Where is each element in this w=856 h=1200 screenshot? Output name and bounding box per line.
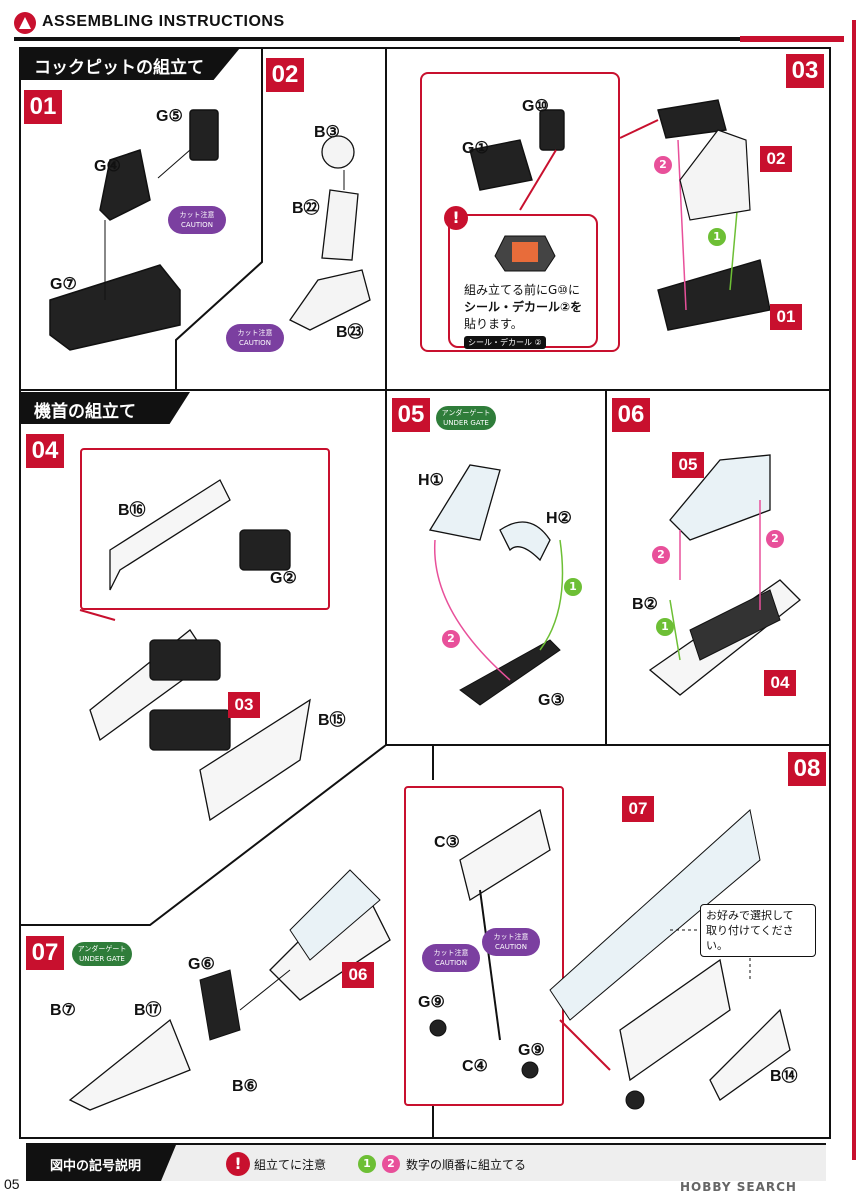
step02-illustration xyxy=(289,135,371,331)
seq-marker-1: 1 xyxy=(564,578,582,596)
step-badge-01: 01 xyxy=(24,90,62,124)
ref-badge-03: 03 xyxy=(228,692,260,718)
page-title: ASSEMBLING INSTRUCTIONS xyxy=(42,13,285,30)
seq-marker-2: 2 xyxy=(766,530,784,548)
step-badge-08: 08 xyxy=(788,752,826,786)
page-edge-accent xyxy=(852,20,856,1160)
under-gate-badge: アンダーゲート UNDER GATE xyxy=(72,942,132,966)
step-badge-03: 03 xyxy=(786,54,824,88)
step04-illustration xyxy=(79,479,311,822)
header-rule xyxy=(14,37,844,41)
part-label: G⑥ xyxy=(188,956,215,973)
part-label: B⑥ xyxy=(232,1078,258,1095)
part-label: B② xyxy=(632,596,658,613)
legend-order-text: 数字の順番に組立てる xyxy=(406,1158,527,1172)
brand-logo-icon xyxy=(14,12,36,34)
seq-marker-1: 1 xyxy=(358,1155,376,1173)
step-badge-07: 07 xyxy=(26,936,64,970)
watermark: HOBBY SEARCH xyxy=(680,1180,797,1194)
ref-badge-06: 06 xyxy=(342,962,374,988)
step04-callout xyxy=(80,448,330,610)
seal-tag: シール・デカール ② xyxy=(464,336,546,349)
section-head-nose: 機首の組立て xyxy=(20,392,190,424)
page-number: 05 xyxy=(4,1176,20,1192)
caution-badge: カット注意 CAUTION xyxy=(422,944,480,972)
step-badge-04: 04 xyxy=(26,434,64,468)
part-label: B⑰ xyxy=(134,1002,162,1019)
warning-icon: ! xyxy=(444,206,468,230)
part-label: G⑦ xyxy=(50,276,77,293)
page-header: ASSEMBLING INSTRUCTIONS xyxy=(0,0,856,46)
caution-badge: カット注意 CAUTION xyxy=(226,324,284,352)
step-badge-06: 06 xyxy=(612,398,650,432)
part-label: B㉓ xyxy=(336,324,364,341)
warning-text: 組み立てる前にG⑩に シール・デカール②を 貼ります。 xyxy=(464,283,583,331)
part-label: G⑤ xyxy=(156,108,183,125)
step01-illustration xyxy=(49,109,219,351)
legend-bar: 図中の記号説明 ! 組立てに注意 1 2 数字の順番に組立てる xyxy=(26,1143,826,1181)
step08-note: お好みで選択して 取り付けてください。 xyxy=(700,904,816,957)
ref-badge-02: 02 xyxy=(760,146,792,172)
step05-illustration xyxy=(428,464,564,706)
seq-marker-2: 2 xyxy=(442,630,460,648)
seq-marker-2: 2 xyxy=(382,1155,400,1173)
step08-illustration xyxy=(429,808,791,1110)
header-accent-rule xyxy=(740,36,844,42)
warning-icon: ! xyxy=(226,1152,250,1176)
ref-badge-07: 07 xyxy=(622,796,654,822)
seat-panel-icon xyxy=(494,235,556,272)
legend-head: 図中の記号説明 xyxy=(26,1145,176,1181)
part-label: C④ xyxy=(462,1058,488,1075)
section-head-cockpit: コックピットの組立て xyxy=(20,48,240,80)
part-label: B㉒ xyxy=(292,200,320,217)
step03-callout xyxy=(420,72,620,352)
part-label: G③ xyxy=(538,692,565,709)
legend-warn-text: 組立てに注意 xyxy=(254,1158,327,1172)
step07-illustration xyxy=(68,869,391,1111)
part-label: G⑨ xyxy=(418,994,445,1011)
part-label: H① xyxy=(418,472,444,489)
part-label: H② xyxy=(546,510,572,527)
part-label: G② xyxy=(270,570,297,587)
part-label: G① xyxy=(462,140,489,157)
part-label: G⑩ xyxy=(522,98,549,115)
seq-marker-1: 1 xyxy=(708,228,726,246)
part-label: B⑯ xyxy=(118,502,146,519)
caution-badge: カット注意 CAUTION xyxy=(482,928,540,956)
step06-illustration xyxy=(648,454,801,696)
part-label: B⑮ xyxy=(318,712,346,729)
step-badge-05: 05 xyxy=(392,398,430,432)
part-label: G④ xyxy=(94,158,121,175)
part-label: B⑦ xyxy=(50,1002,76,1019)
seq-marker-2: 2 xyxy=(654,156,672,174)
under-gate-badge: アンダーゲート UNDER GATE xyxy=(436,406,496,430)
part-label: G⑨ xyxy=(518,1042,545,1059)
ref-badge-04: 04 xyxy=(764,670,796,696)
part-label: B③ xyxy=(314,124,340,141)
part-label: C③ xyxy=(434,834,460,851)
part-label: B⑭ xyxy=(770,1068,798,1085)
step03-illustration xyxy=(469,99,771,331)
step-badge-02: 02 xyxy=(266,58,304,92)
step08-callout xyxy=(404,786,564,1106)
caution-badge: カット注意 CAUTION xyxy=(168,206,226,234)
ref-badge-05: 05 xyxy=(672,452,704,478)
ref-badge-01: 01 xyxy=(770,304,802,330)
step03-warning-box: ! 組み立てる前にG⑩に シール・デカール②を 貼ります。 シール・デカール ② xyxy=(444,206,598,349)
seq-marker-1: 1 xyxy=(656,618,674,636)
seq-marker-2: 2 xyxy=(652,546,670,564)
